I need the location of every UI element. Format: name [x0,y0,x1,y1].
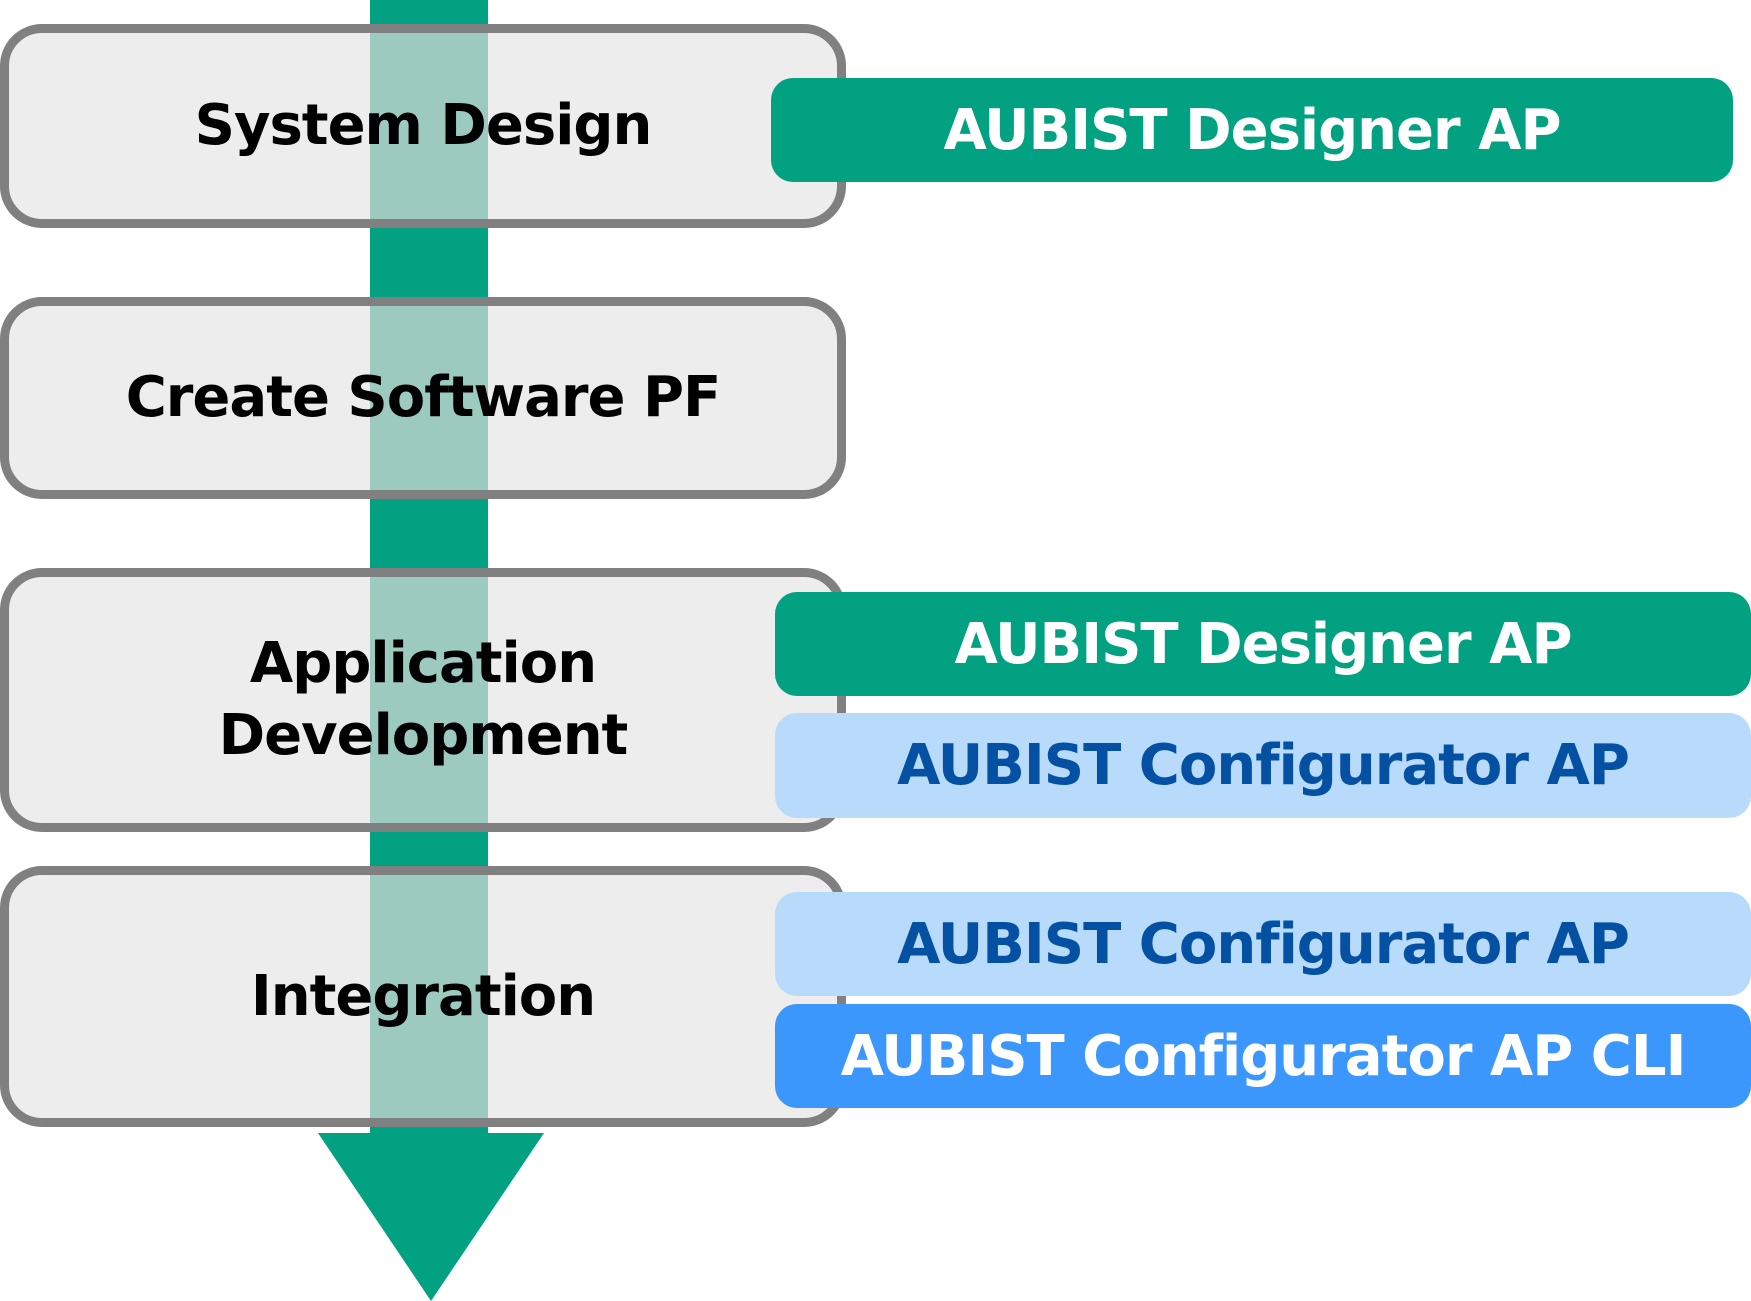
tool-label: AUBIST Designer AP [954,611,1572,677]
stage-application-development: Application Development [0,568,846,832]
tool-badge-designer: AUBIST Designer AP [775,592,1751,696]
tool-label: AUBIST Configurator AP CLI [840,1023,1687,1089]
stage-label: Create Software PF [125,365,722,431]
stage-system-design: System Design [0,24,846,228]
tool-label: AUBIST Configurator AP [897,733,1630,798]
tool-badge-designer: AUBIST Designer AP [771,78,1733,182]
tool-label: AUBIST Configurator AP [897,911,1630,977]
tool-label: AUBIST Designer AP [943,97,1561,163]
tool-badge-configurator: AUBIST Configurator AP [775,892,1751,996]
stage-create-software-pf: Create Software PF [0,297,846,499]
flow-overlay [370,306,488,490]
stage-label: System Design [194,93,653,159]
flow-overlay [370,577,488,823]
stage-label: Integration [250,963,596,1029]
stage-integration: Integration [0,866,846,1127]
flow-overlay [370,33,488,219]
stage-label: Application Development [218,631,629,768]
flow-overlay [370,875,488,1118]
tool-badge-configurator: AUBIST Configurator AP [775,713,1751,818]
tool-badge-configurator-cli: AUBIST Configurator AP CLI [775,1004,1751,1108]
down-arrow-icon [318,1133,544,1301]
